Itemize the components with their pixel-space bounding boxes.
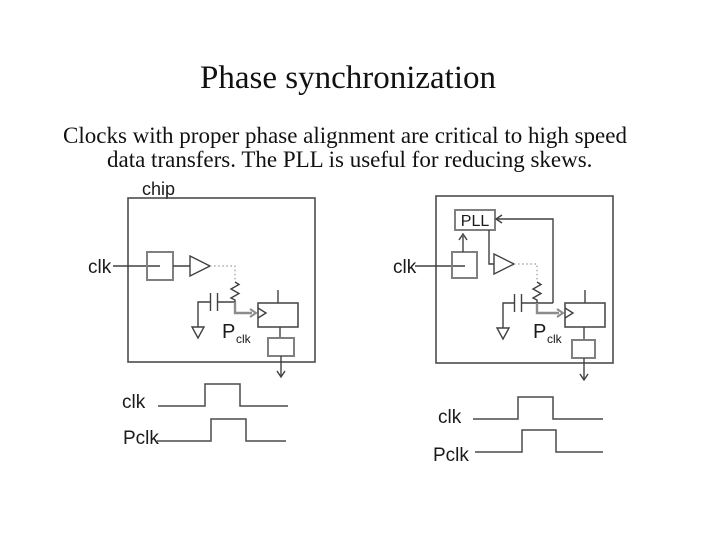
waveform-clk-label: clk [122, 392, 146, 413]
waveform-pclk-label: Pclk [433, 445, 469, 466]
input-pad [451, 251, 478, 279]
pll-box [454, 209, 496, 231]
ground-symbol [190, 326, 206, 340]
clock-arrowhead-icon [556, 308, 565, 318]
clk-input-label: clk [88, 257, 112, 278]
down-arrowhead-icon [579, 373, 589, 382]
pll-label: PLL [461, 213, 490, 230]
body-paragraph: Clocks with proper phase alignment are c… [63, 124, 643, 172]
chip-label: chip [142, 179, 175, 199]
pclk-node-label-sub: clk [236, 332, 252, 346]
cap-ground-wire [502, 302, 515, 328]
down-arrowhead-icon [276, 370, 286, 379]
cap-ground-wire [197, 301, 211, 327]
right-circuit-diagram: PLL clk P clk clk Pclk [393, 195, 614, 466]
left-circuit-diagram: chip clk P clk clk Pclk [88, 179, 316, 449]
flipflop-clock-wedge-icon [564, 307, 575, 319]
output-pad [571, 339, 596, 359]
delay-wire-dotted [514, 263, 538, 282]
pclk-clock-wire [233, 302, 252, 315]
pll-output-wire [488, 230, 494, 265]
pclk-node-label: P [533, 321, 546, 343]
chip-outline [435, 195, 614, 364]
resistor-symbol [531, 281, 543, 303]
resistor-symbol [229, 281, 241, 302]
clk-waveform [158, 383, 288, 407]
up-arrowhead-icon [458, 232, 468, 241]
clk-input-label: clk [393, 257, 417, 278]
clk-waveform [473, 396, 603, 420]
clock-arrowhead-icon [249, 308, 258, 318]
pclk-node-label-sub: clk [547, 332, 563, 346]
flipflop-clock-wedge-icon [257, 307, 268, 319]
pclk-waveform [157, 418, 286, 442]
pll-feedback-wire [496, 218, 554, 303]
slide-title: Phase synchronization [199, 60, 497, 96]
pclk-node-label: P [222, 321, 235, 343]
waveform-pclk-label: Pclk [123, 428, 159, 449]
buffer-icon [493, 252, 516, 276]
left-arrowhead-icon [494, 214, 503, 224]
pclk-waveform [475, 429, 603, 453]
chip-outline [127, 197, 316, 363]
pclk-clock-wire [535, 303, 559, 315]
output-pad [267, 337, 295, 357]
ground-symbol [495, 327, 511, 341]
buffer-icon [189, 254, 212, 278]
body-line-1: Clocks with proper phase alignment are c… [63, 123, 627, 148]
waveform-clk-label: clk [438, 407, 462, 428]
delay-wire-dotted [210, 265, 236, 282]
body-line-2: data transfers. The PLL is useful for re… [107, 147, 593, 172]
